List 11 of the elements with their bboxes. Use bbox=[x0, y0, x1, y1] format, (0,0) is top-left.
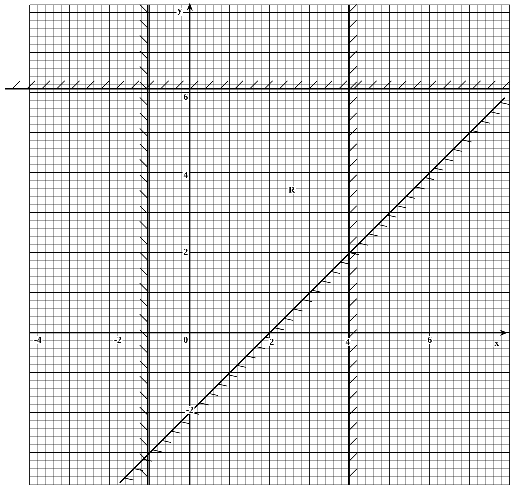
tick-label: 4 bbox=[344, 338, 352, 346]
tick-label: 2 bbox=[182, 248, 190, 256]
tick-label: 4 bbox=[182, 171, 190, 179]
axis-label: y bbox=[176, 8, 184, 16]
tick-label: 2 bbox=[268, 338, 276, 346]
tick-label: -4 bbox=[33, 336, 43, 344]
tick-label: 6 bbox=[426, 336, 434, 344]
region-label: R bbox=[288, 186, 296, 194]
tick-label: -2 bbox=[185, 406, 195, 414]
tick-label: -2 bbox=[113, 336, 123, 344]
tick-label: 0 bbox=[182, 336, 190, 344]
